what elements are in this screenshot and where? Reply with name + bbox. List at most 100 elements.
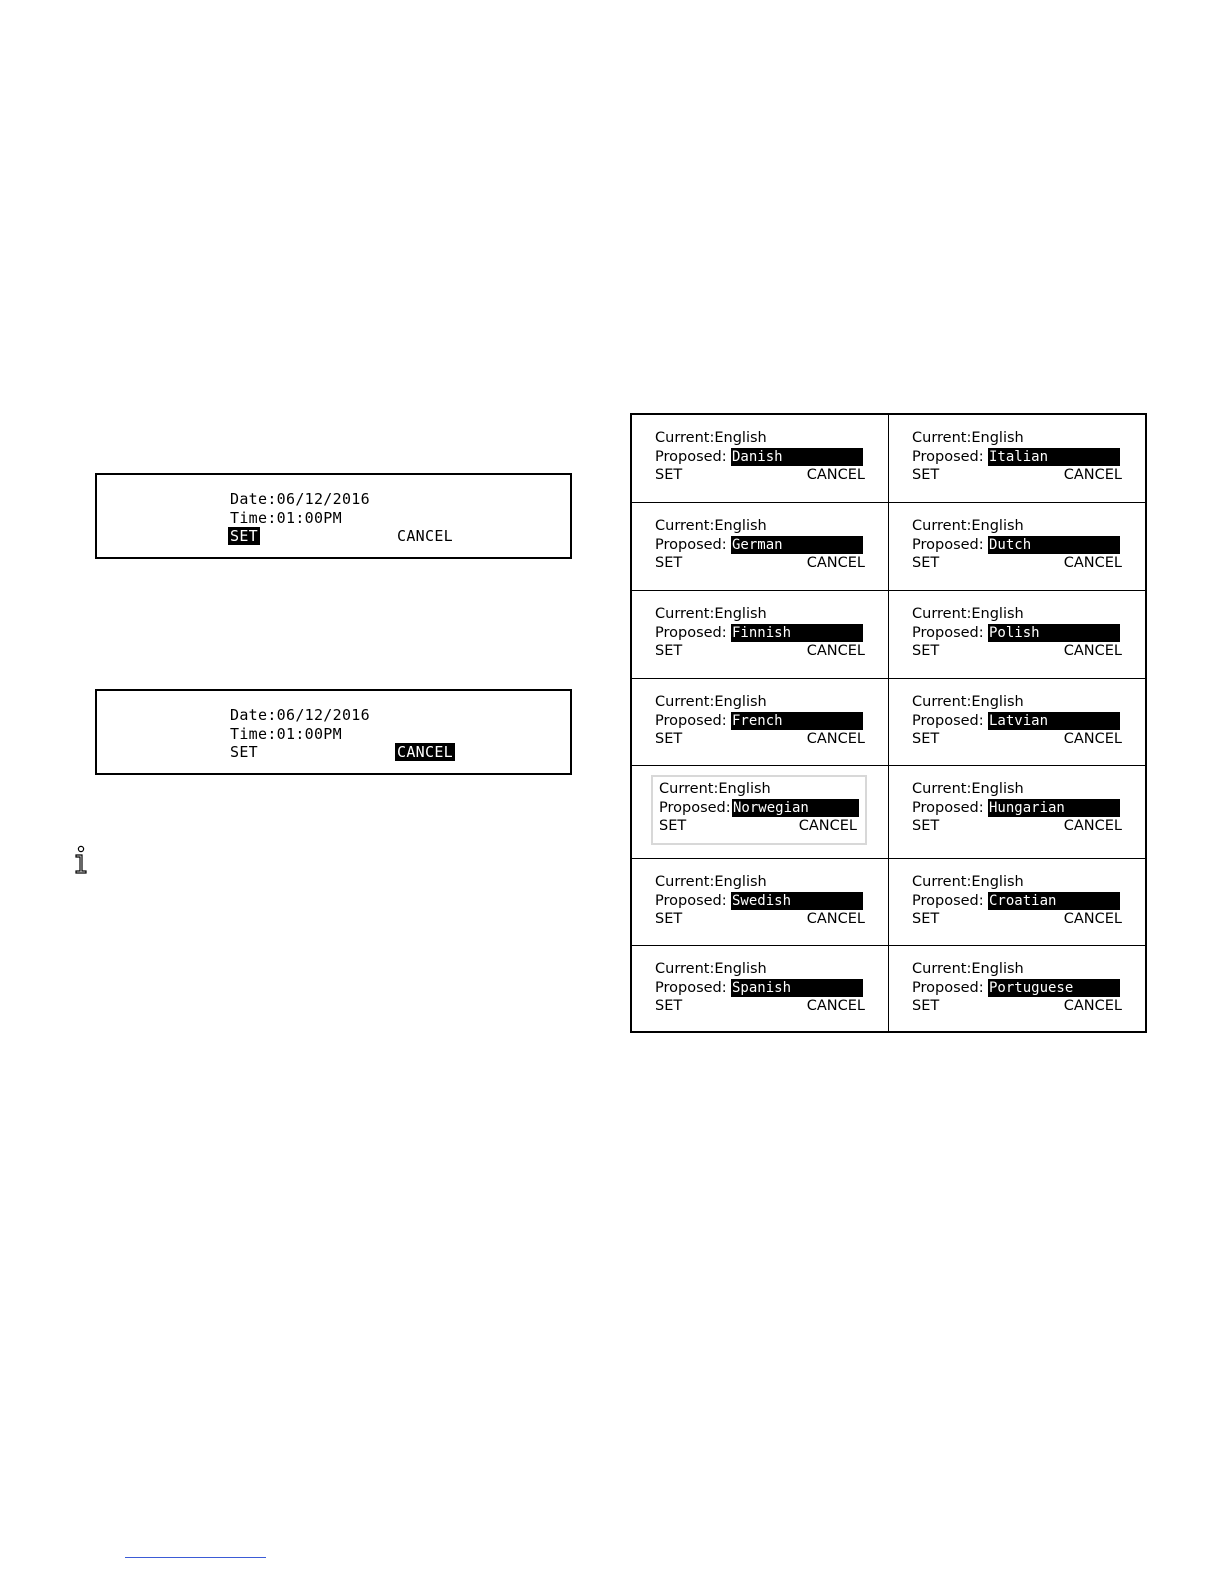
set-button[interactable]: SET — [912, 467, 940, 483]
proposed-value[interactable]: Croatian — [988, 891, 1120, 910]
set-button[interactable]: SET — [912, 818, 940, 834]
time-label: Time: — [230, 725, 277, 743]
action-row: SET CANCEL — [655, 554, 865, 573]
proposed-row: Proposed:Danish — [655, 447, 865, 467]
proposed-row: Proposed:Italian — [912, 447, 1122, 467]
language-screen: Current:English Proposed:Danish SET CANCE… — [655, 429, 865, 489]
current-label: Current: — [655, 430, 715, 446]
current-row: Current:English — [912, 517, 1122, 536]
current-value: English — [714, 874, 767, 890]
proposed-row: Proposed:Spanish — [655, 978, 865, 998]
set-button[interactable]: SET — [912, 643, 940, 659]
proposed-row: Proposed:Latvian — [912, 711, 1122, 731]
proposed-row: Proposed:German — [655, 535, 865, 555]
cancel-button[interactable]: CANCEL — [806, 731, 865, 747]
cancel-button[interactable]: CANCEL — [798, 818, 857, 834]
action-row: SET CANCEL — [912, 554, 1122, 573]
proposed-value[interactable]: Finnish — [731, 623, 863, 642]
cancel-button[interactable]: CANCEL — [1063, 998, 1122, 1014]
proposed-value[interactable]: Latvian — [988, 711, 1120, 730]
current-value: English — [971, 606, 1024, 622]
cancel-button[interactable]: CANCEL — [395, 743, 455, 761]
cancel-button[interactable]: CANCEL — [397, 527, 453, 545]
proposed-row: Proposed:Swedish — [655, 891, 865, 911]
cancel-button[interactable]: CANCEL — [806, 998, 865, 1014]
current-label: Current: — [912, 961, 972, 977]
time-value: 01:00PM — [276, 509, 342, 527]
cancel-button[interactable]: CANCEL — [806, 555, 865, 571]
action-row: SET CANCEL — [912, 997, 1122, 1016]
set-button[interactable]: SET — [230, 743, 258, 761]
language-screen: Current:English Proposed:Swedish SET CANC… — [655, 873, 865, 933]
set-button[interactable]: SET — [655, 911, 683, 927]
proposed-value[interactable]: Italian — [988, 447, 1120, 466]
proposed-value[interactable]: Swedish — [731, 891, 863, 910]
set-button[interactable]: SET — [655, 555, 683, 571]
current-value: English — [718, 781, 771, 797]
proposed-value[interactable]: Hungarian — [988, 798, 1120, 817]
proposed-value[interactable]: Polish — [988, 623, 1120, 642]
current-row: Current:English — [655, 605, 865, 624]
set-button[interactable]: SET — [228, 527, 260, 545]
proposed-label: Proposed: — [655, 892, 727, 909]
cancel-button[interactable]: CANCEL — [1063, 643, 1122, 659]
current-row: Current:English — [912, 693, 1122, 712]
date-row: Date:06/12/2016 — [230, 490, 370, 508]
proposed-label: Proposed: — [912, 624, 984, 641]
current-label: Current: — [912, 874, 972, 890]
set-button[interactable]: SET — [912, 555, 940, 571]
proposed-value[interactable]: Spanish — [731, 978, 863, 997]
set-button[interactable]: SET — [655, 731, 683, 747]
action-row: SET CANCEL — [912, 466, 1122, 485]
current-value: English — [714, 430, 767, 446]
language-cell: Current:English Proposed:Danish SET CANCE… — [632, 415, 889, 503]
language-cell: Current:English Proposed:Dutch SET CANCEL — [889, 503, 1145, 591]
cancel-button[interactable]: CANCEL — [806, 467, 865, 483]
action-row: SET CANCEL — [655, 730, 865, 749]
current-row: Current:English — [655, 429, 865, 448]
cancel-button[interactable]: CANCEL — [1063, 911, 1122, 927]
set-button[interactable]: SET — [655, 643, 683, 659]
current-value: English — [971, 781, 1024, 797]
proposed-label: Proposed: — [912, 536, 984, 553]
cancel-button[interactable]: CANCEL — [1063, 555, 1122, 571]
language-screen: Current:English Proposed:Dutch SET CANCEL — [912, 517, 1122, 577]
set-button[interactable]: SET — [659, 818, 687, 834]
action-row: SET CANCEL — [655, 642, 865, 661]
current-row: Current:English — [912, 960, 1122, 979]
current-row: Current:English — [655, 960, 865, 979]
time-row: Time:01:00PM — [230, 509, 342, 527]
set-button[interactable]: SET — [912, 911, 940, 927]
current-value: English — [971, 874, 1024, 890]
cancel-button[interactable]: CANCEL — [1063, 818, 1122, 834]
cancel-button[interactable]: CANCEL — [1063, 467, 1122, 483]
cancel-button[interactable]: CANCEL — [806, 911, 865, 927]
proposed-value[interactable]: French — [731, 711, 863, 730]
set-button[interactable]: SET — [912, 998, 940, 1014]
set-button[interactable]: SET — [912, 731, 940, 747]
proposed-value[interactable]: Portuguese — [988, 978, 1120, 997]
cancel-button[interactable]: CANCEL — [1063, 731, 1122, 747]
proposed-value[interactable]: Dutch — [988, 535, 1120, 554]
info-icon — [72, 845, 90, 875]
cancel-button[interactable]: CANCEL — [806, 643, 865, 659]
proposed-value[interactable]: German — [731, 535, 863, 554]
date-value: 06/12/2016 — [276, 490, 370, 508]
time-row: Time:01:00PM — [230, 725, 342, 743]
set-button[interactable]: SET — [655, 467, 683, 483]
set-button[interactable]: SET — [655, 998, 683, 1014]
current-label: Current: — [912, 694, 972, 710]
proposed-value[interactable]: Danish — [731, 447, 863, 466]
current-row: Current:English — [912, 605, 1122, 624]
proposed-value[interactable]: Norwegian — [732, 798, 859, 817]
current-row: Current:English — [912, 780, 1122, 799]
proposed-row: Proposed:French — [655, 711, 865, 731]
current-row: Current:English — [655, 873, 865, 892]
current-row: Current:English — [912, 873, 1122, 892]
